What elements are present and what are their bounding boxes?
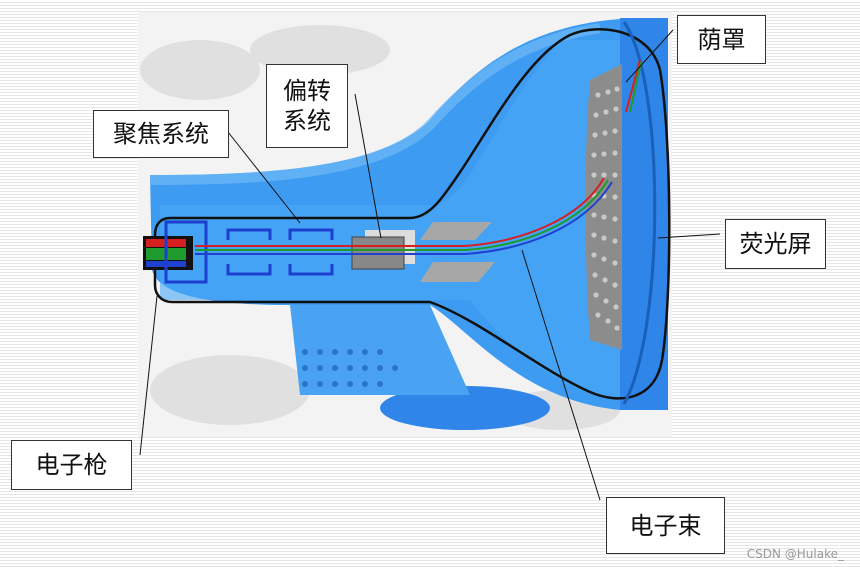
label-focusing-system: 聚焦系统 [93,110,229,158]
watermark: CSDN @Hulake_ [746,547,844,561]
monitor-top-highlight [149,23,601,185]
crt-tube-outline [153,28,671,400]
electron-beam [195,177,613,255]
label-electron-gun: 电子枪 [11,440,132,490]
electron-gun [143,236,193,270]
deflection-plate-bottom [420,262,495,282]
gun-housing-coil [164,220,208,284]
monitor-stand [380,386,550,430]
label-shadow-mask: 荫罩 [677,15,766,64]
label-deflection-system: 偏转系统 [266,64,348,148]
shadow-mask-holes [591,86,620,331]
label-phosphor-screen: 荧光屏 [725,219,826,269]
label-electron-beam: 电子束 [606,497,725,554]
focusing-coils [226,228,334,276]
deflection-plate-top [420,222,492,240]
phosphor-screen [622,21,657,405]
leader-lines [139,29,721,501]
vent-holes [302,349,398,387]
monitor-inner-panel [160,40,620,400]
